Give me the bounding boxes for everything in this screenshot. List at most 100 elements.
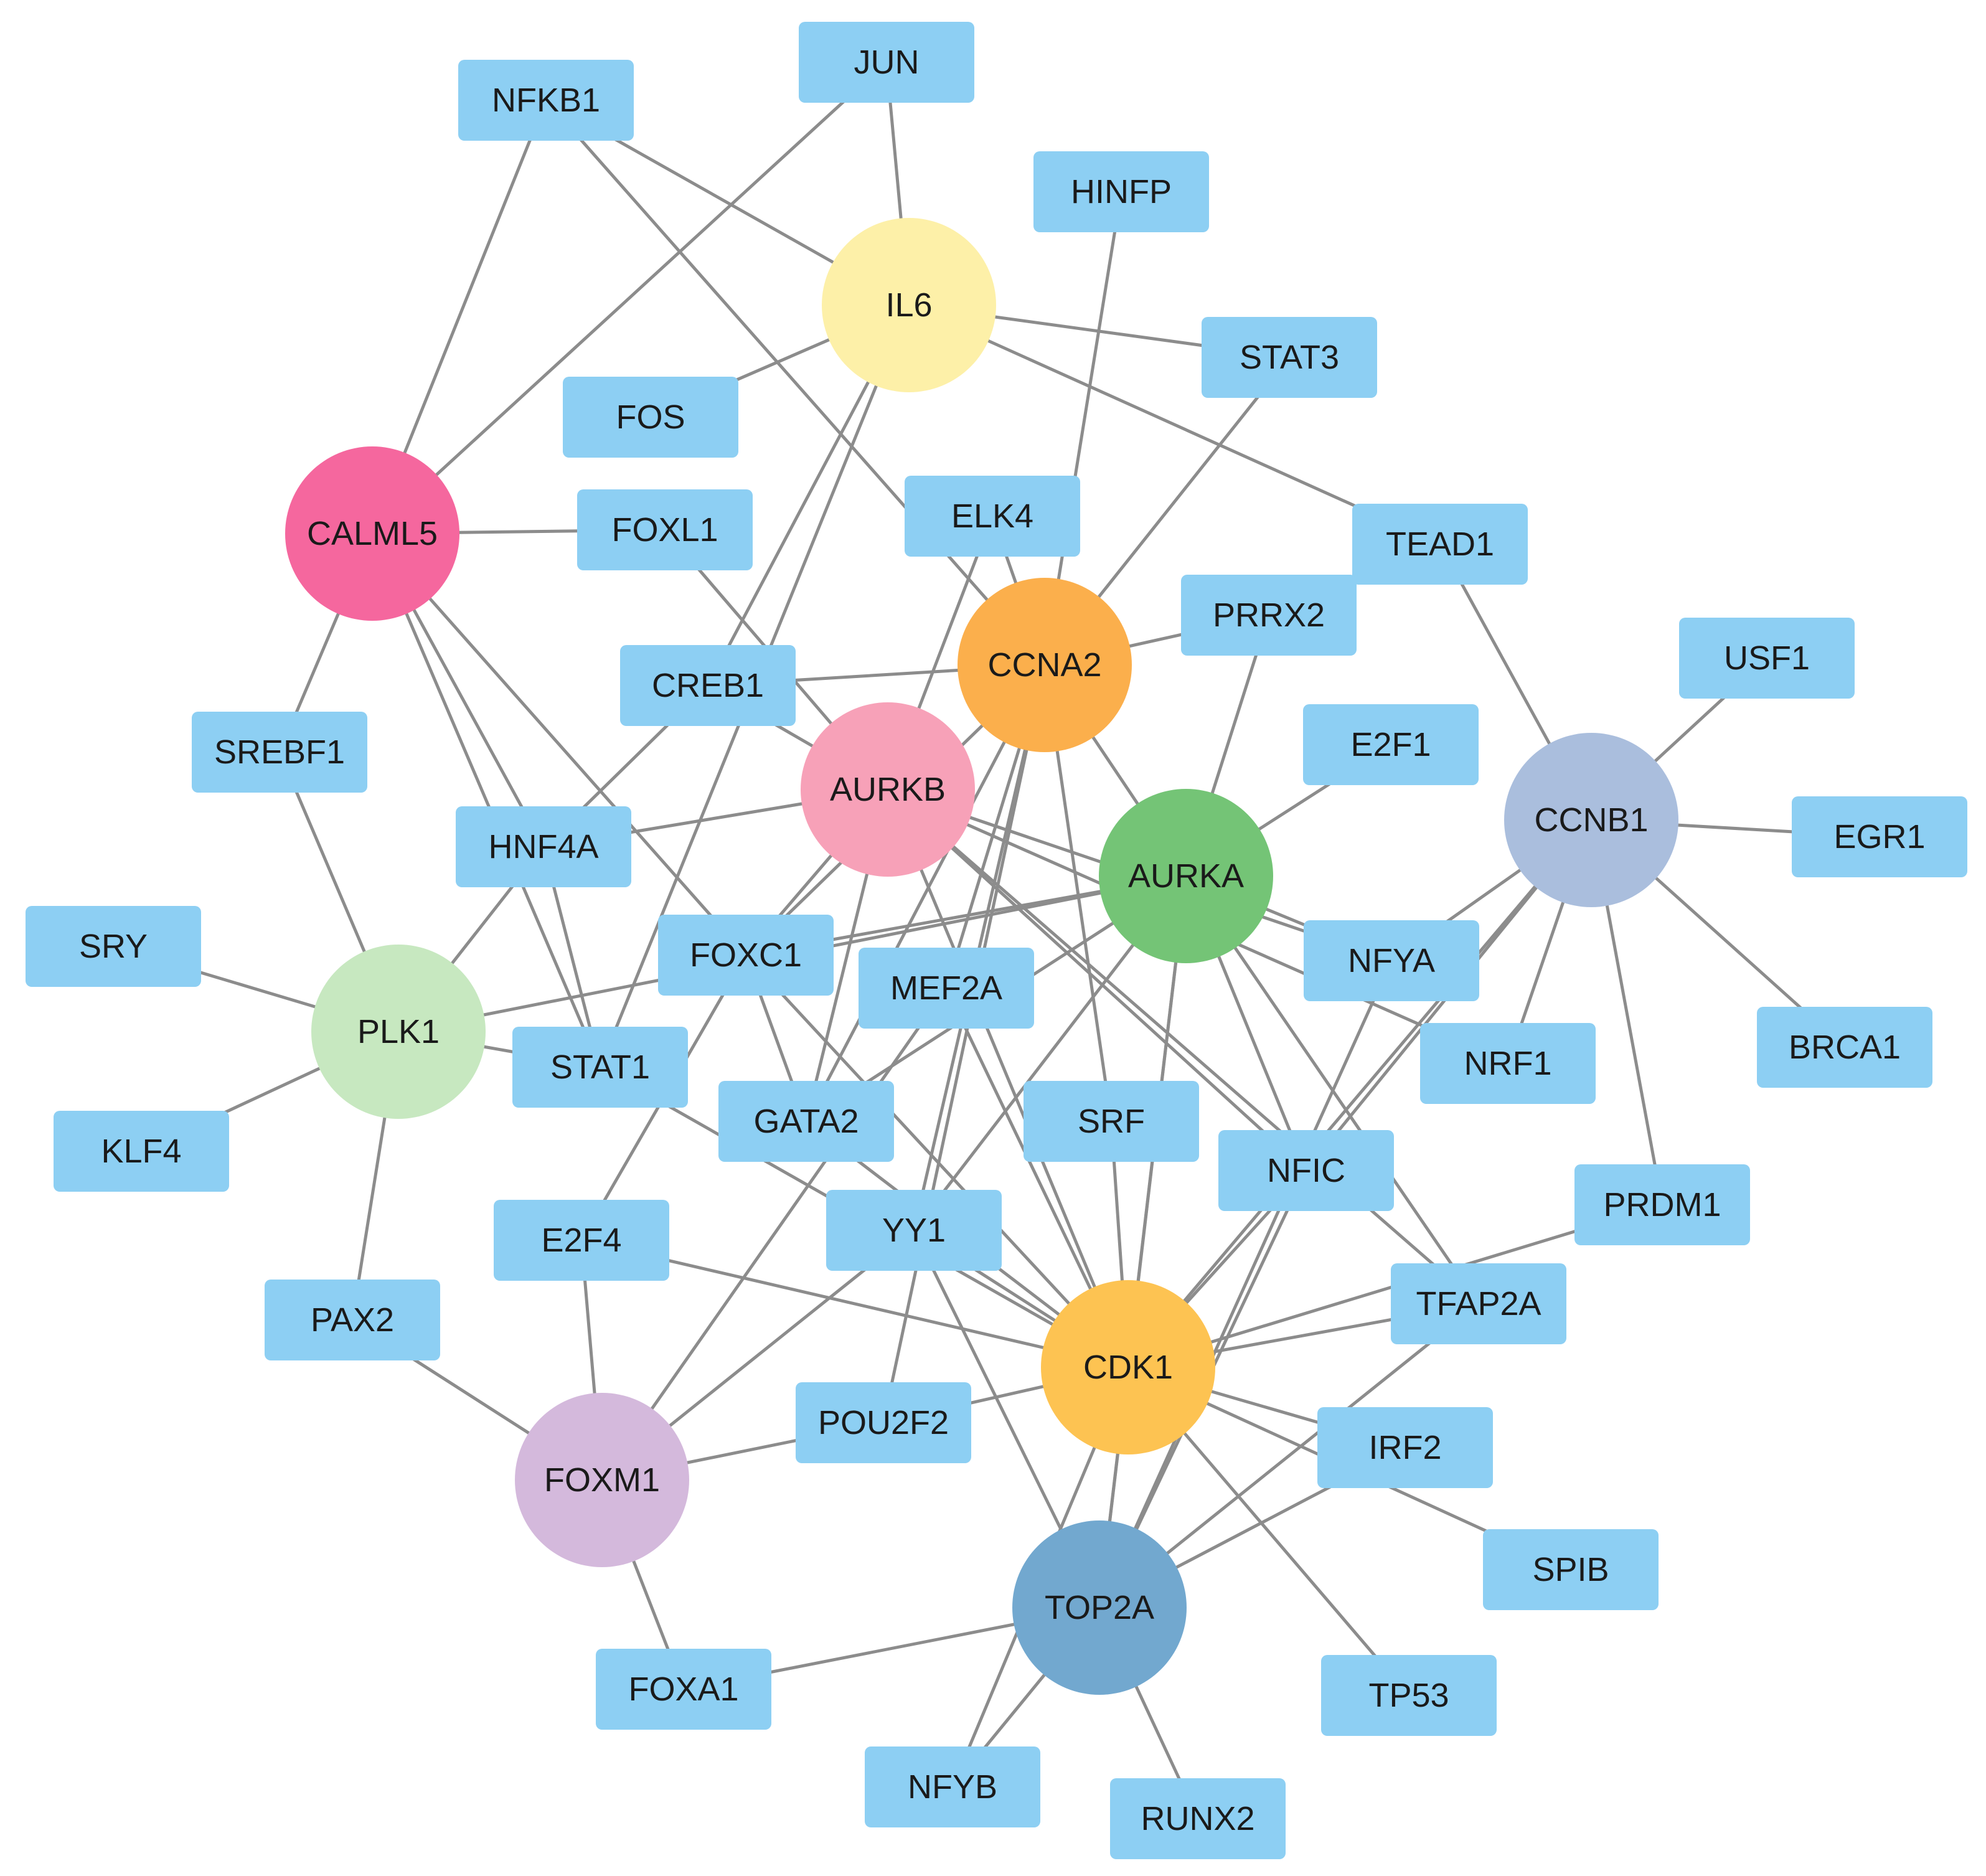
tf-label: E2F4: [541, 1222, 621, 1259]
tf-node-srebf1[interactable]: SREBF1: [192, 712, 367, 793]
hub-node-aurkb[interactable]: AURKB: [801, 702, 975, 877]
tf-node-usf1[interactable]: USF1: [1679, 618, 1855, 699]
tf-node-elk4[interactable]: ELK4: [905, 476, 1080, 557]
tf-node-egr1[interactable]: EGR1: [1792, 796, 1967, 877]
tf-label: NFIC: [1267, 1152, 1345, 1189]
tf-label: KLF4: [101, 1133, 181, 1170]
tf-node-stat1[interactable]: STAT1: [512, 1027, 688, 1108]
edge-aurkb-nfic: [887, 788, 1307, 1172]
tf-box: [1792, 796, 1967, 877]
tf-label: TEAD1: [1386, 526, 1494, 563]
tf-box: [512, 1027, 688, 1108]
hub-label: FOXM1: [544, 1461, 660, 1499]
edge-il6-tead1: [908, 303, 1441, 546]
tf-node-stat3[interactable]: STAT3: [1202, 317, 1377, 398]
tf-node-nrf1[interactable]: NRF1: [1420, 1023, 1596, 1104]
tf-label: FOXL1: [611, 511, 718, 549]
tf-node-gata2[interactable]: GATA2: [718, 1081, 894, 1162]
tf-node-nfkb1[interactable]: NFKB1: [458, 60, 634, 141]
hub-node-il6[interactable]: IL6: [822, 218, 996, 392]
tf-label: FOXA1: [628, 1671, 738, 1708]
hub-node-aurka[interactable]: AURKA: [1099, 789, 1273, 963]
edge-cdk1-e2f4: [581, 1238, 1129, 1369]
tf-node-tead1[interactable]: TEAD1: [1352, 504, 1528, 585]
edge-top2a-nfya: [1098, 959, 1393, 1609]
tf-node-jun[interactable]: JUN: [799, 22, 974, 103]
hub-circle: [515, 1393, 689, 1567]
tf-node-pou2f2[interactable]: POU2F2: [796, 1382, 971, 1463]
tf-label: NFYA: [1348, 942, 1435, 979]
tf-node-creb1[interactable]: CREB1: [620, 645, 796, 726]
tf-node-brca1[interactable]: BRCA1: [1757, 1007, 1932, 1088]
hub-node-ccnb1[interactable]: CCNB1: [1504, 733, 1678, 907]
tf-node-hnf4a[interactable]: HNF4A: [456, 806, 631, 887]
hub-node-calml5[interactable]: CALML5: [285, 446, 459, 621]
tf-label: POU2F2: [818, 1404, 949, 1441]
tf-box: [1033, 151, 1209, 232]
tf-node-pax2[interactable]: PAX2: [265, 1280, 440, 1360]
tf-label: EGR1: [1833, 818, 1925, 856]
hub-node-foxm1[interactable]: FOXM1: [515, 1393, 689, 1567]
tf-label: PAX2: [311, 1301, 394, 1339]
tf-node-mef2a[interactable]: MEF2A: [859, 948, 1034, 1029]
tf-box: [456, 806, 631, 887]
tf-label: HINFP: [1071, 173, 1172, 210]
tf-node-prdm1[interactable]: PRDM1: [1574, 1164, 1750, 1245]
tf-node-tp53[interactable]: TP53: [1321, 1655, 1497, 1736]
tf-node-foxa1[interactable]: FOXA1: [596, 1649, 771, 1730]
tf-node-nfya[interactable]: NFYA: [1304, 920, 1479, 1001]
tf-label: NFYB: [908, 1768, 997, 1806]
tf-node-sry[interactable]: SRY: [26, 906, 201, 987]
tf-label: GATA2: [753, 1103, 859, 1140]
tf-box: [620, 645, 796, 726]
tf-box: [54, 1111, 229, 1192]
tf-node-nfyb[interactable]: NFYB: [865, 1746, 1040, 1827]
hub-label: TOP2A: [1045, 1589, 1154, 1626]
tf-box: [658, 915, 834, 996]
hub-label: CALML5: [307, 515, 438, 552]
hub-node-ccna2[interactable]: CCNA2: [958, 578, 1132, 752]
edge-aurkb-tfap2a: [887, 788, 1480, 1305]
tf-box: [1317, 1407, 1493, 1488]
hub-node-top2a[interactable]: TOP2A: [1012, 1520, 1187, 1695]
tf-node-foxl1[interactable]: FOXL1: [577, 489, 753, 570]
tf-node-srf[interactable]: SRF: [1024, 1081, 1199, 1162]
tf-node-irf2[interactable]: IRF2: [1317, 1407, 1493, 1488]
tf-box: [1321, 1655, 1497, 1736]
tf-node-spib[interactable]: SPIB: [1483, 1529, 1659, 1610]
tf-box: [1304, 920, 1479, 1001]
tf-node-foxc1[interactable]: FOXC1: [658, 915, 834, 996]
tf-node-prrx2[interactable]: PRRX2: [1181, 575, 1357, 656]
tf-node-klf4[interactable]: KLF4: [54, 1111, 229, 1192]
edge-ccnb1-cdk1: [1127, 819, 1593, 1369]
tf-node-e2f1[interactable]: E2F1: [1303, 704, 1479, 785]
tf-node-hinfp[interactable]: HINFP: [1033, 151, 1209, 232]
hub-circle: [958, 578, 1132, 752]
tf-label: USF1: [1724, 639, 1810, 677]
tf-node-tfap2a[interactable]: TFAP2A: [1391, 1263, 1566, 1344]
hub-node-plk1[interactable]: PLK1: [311, 945, 486, 1119]
hub-circle: [1504, 733, 1678, 907]
tf-label: FOS: [616, 398, 685, 436]
tf-box: [26, 906, 201, 987]
tf-node-fos[interactable]: FOS: [563, 377, 738, 458]
tf-box: [458, 60, 634, 141]
tf-box: [859, 948, 1034, 1029]
tf-node-runx2[interactable]: RUNX2: [1110, 1778, 1286, 1859]
hub-node-cdk1[interactable]: CDK1: [1041, 1280, 1215, 1454]
tf-box: [563, 377, 738, 458]
tf-node-yy1[interactable]: YY1: [826, 1190, 1002, 1271]
tf-node-e2f4[interactable]: E2F4: [494, 1200, 669, 1281]
tf-box: [1757, 1007, 1932, 1088]
tf-box: [1024, 1081, 1199, 1162]
hub-label: CDK1: [1083, 1349, 1173, 1386]
tf-label: STAT1: [550, 1049, 650, 1086]
tf-box: [1218, 1130, 1394, 1211]
edge-calml5-stat1: [370, 533, 602, 1068]
tf-box: [1202, 317, 1377, 398]
tf-node-nfic[interactable]: NFIC: [1218, 1130, 1394, 1211]
tf-label: PRDM1: [1603, 1186, 1721, 1223]
hub-label: IL6: [885, 286, 932, 324]
